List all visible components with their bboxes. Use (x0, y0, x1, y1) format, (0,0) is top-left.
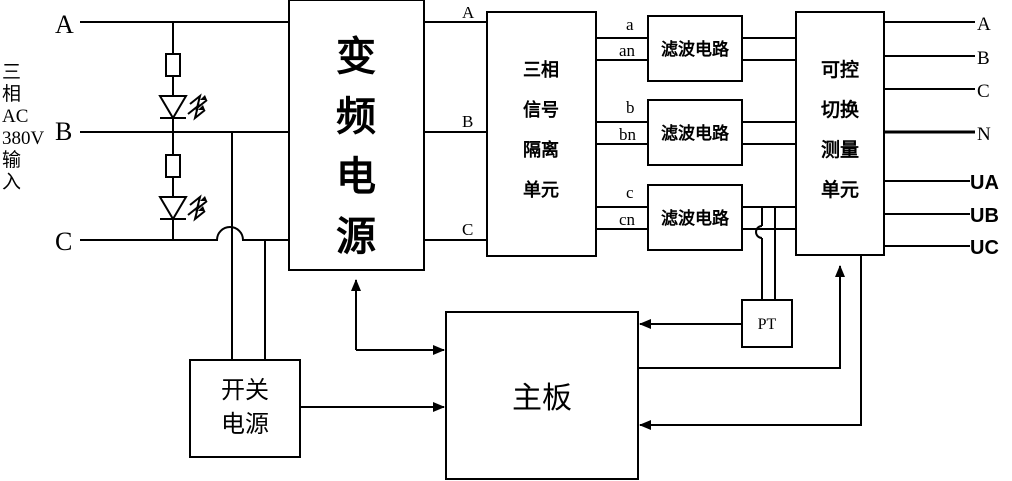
switching-psu-box (189, 359, 301, 458)
channel-label-c: c (626, 183, 634, 202)
pt-label: PT (758, 316, 777, 333)
svg-text:三: 三 (2, 62, 21, 83)
input-label-a: A (55, 10, 74, 39)
output-label-ub: UB (970, 205, 999, 227)
svg-text:380V: 380V (2, 128, 45, 149)
isolation-unit-box (486, 11, 597, 257)
svg-text:相: 相 (2, 83, 21, 105)
input-label-b: B (55, 117, 72, 146)
inverter-power-supply-box (288, 0, 425, 271)
channel-label-bn: bn (619, 125, 637, 144)
output-wires (884, 21, 975, 247)
input-wires (80, 21, 289, 360)
svg-text:单元: 单元 (523, 179, 559, 200)
control-arrows (300, 255, 862, 430)
output-label-b: B (977, 48, 990, 69)
svg-text:输: 输 (2, 149, 21, 171)
svg-text:电源: 电源 (221, 411, 269, 438)
switch-measure-unit-box (795, 11, 885, 256)
pt-box (741, 299, 793, 348)
filter-label-b: 滤波电路 (661, 123, 730, 143)
svg-text:三相: 三相 (523, 60, 559, 80)
channel-wires (596, 37, 648, 230)
filter-box-b (647, 99, 743, 166)
svg-text:单元: 单元 (821, 178, 859, 201)
inverter-out-label-c: C (462, 220, 473, 239)
svg-text:信号: 信号 (523, 99, 559, 120)
resistor-icon (165, 53, 181, 77)
input-vertical-label: 三 相 AC 380V 输 入 (2, 62, 45, 193)
led-icon (158, 93, 208, 121)
svg-text:电: 电 (336, 155, 376, 199)
output-label-n: N (977, 124, 991, 145)
isolation-unit-label: 三相 信号 隔离 单元 (523, 60, 559, 200)
inverter-output-wires (424, 21, 487, 241)
inverter-label: 变 频 电 源 (336, 35, 376, 259)
output-label-c: C (977, 81, 990, 102)
output-label-ua: UA (970, 172, 999, 194)
led-icon (158, 194, 208, 222)
filter-box-a (647, 15, 743, 82)
inverter-out-label-b: B (462, 112, 473, 131)
filter-output-wires (742, 37, 796, 300)
input-label-c: C (55, 227, 72, 256)
mainboard-box (445, 311, 639, 480)
mainboard-label: 主板 (512, 382, 572, 415)
svg-text:测量: 测量 (821, 139, 859, 161)
output-label-a: A (977, 14, 991, 35)
svg-text:AC: AC (2, 106, 28, 127)
svg-text:切换: 切换 (821, 98, 860, 121)
switching-psu-label: 开关 电源 (221, 377, 269, 438)
filter-box-c (647, 184, 743, 251)
svg-text:隔离: 隔离 (523, 139, 559, 160)
svg-text:入: 入 (2, 172, 21, 193)
channel-label-b: b (626, 98, 635, 117)
channel-label-cn: cn (619, 210, 636, 229)
indicator-lamp-chain (158, 22, 208, 240)
channel-label-an: an (619, 41, 636, 60)
channel-label-a: a (626, 15, 634, 34)
svg-text:开关: 开关 (221, 377, 269, 404)
svg-text:频: 频 (336, 95, 376, 139)
switch-measure-unit-label: 可控 切换 测量 单元 (821, 58, 860, 201)
svg-text:可控: 可控 (821, 58, 859, 81)
filter-label-c: 滤波电路 (661, 208, 730, 228)
resistor-icon (165, 154, 181, 178)
svg-text:变: 变 (336, 35, 376, 79)
svg-text:源: 源 (336, 215, 376, 259)
output-label-uc: UC (970, 237, 999, 259)
inverter-out-label-a: A (462, 3, 475, 22)
filter-label-a: 滤波电路 (661, 39, 730, 59)
